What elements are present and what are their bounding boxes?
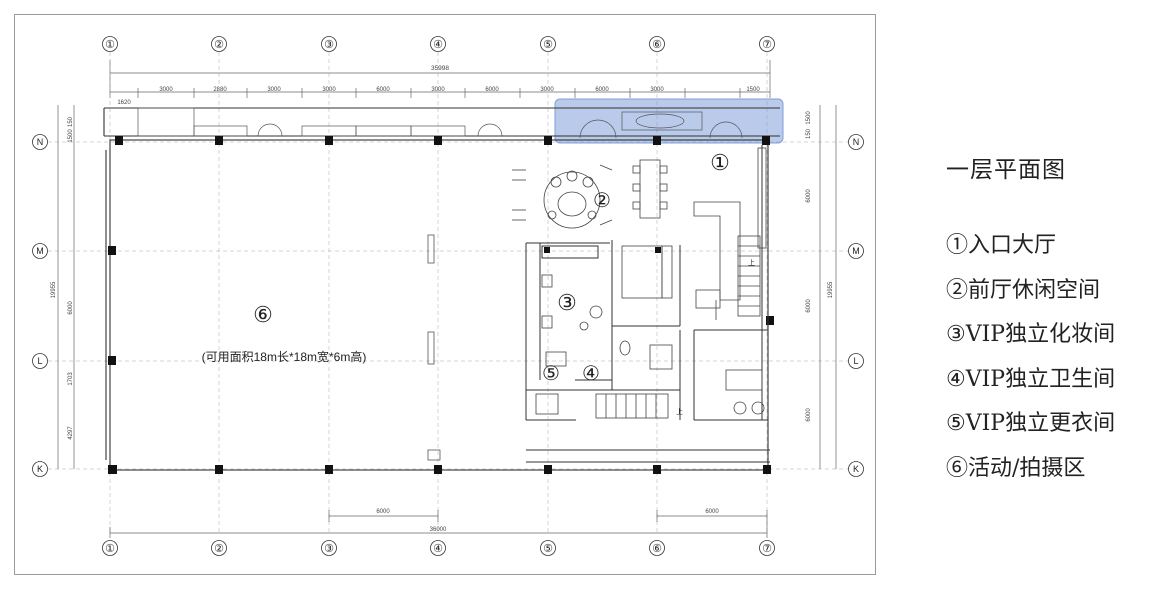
- side-dimension-lines: [57, 105, 837, 469]
- axis-label: K: [853, 464, 859, 474]
- room-label-dressing-room: ③: [557, 290, 577, 315]
- room-label-activity-area: ⑥: [253, 302, 273, 327]
- left-seg: 1500: [68, 129, 74, 143]
- top-seg: 3000: [159, 87, 173, 93]
- axis-label: K: [37, 464, 43, 474]
- left-seg: 6000: [68, 301, 74, 315]
- axis-label: ⑦: [762, 543, 772, 555]
- stair-up-mark: 上: [676, 407, 683, 416]
- top-seg: 3000: [431, 87, 445, 93]
- facade-panels: [137, 107, 743, 139]
- axis-label: ②: [214, 39, 224, 51]
- right-seg: 6000: [806, 299, 812, 313]
- top-segment-labels: 1620 3000 2880 3000 3000 6000 3000 6000 …: [117, 87, 760, 106]
- axis-label: L: [37, 356, 42, 366]
- legend-item-lounge: ②前厅休闲空间: [946, 277, 1101, 303]
- right-seg: 6000: [806, 408, 812, 422]
- axis-label: N: [37, 137, 44, 147]
- overall-width-top: 35998: [431, 65, 449, 72]
- entrance-highlight: [554, 98, 784, 144]
- activity-area-note: (可用面积18m长*18m宽*6m高): [202, 349, 367, 364]
- interior-walls: [525, 145, 769, 421]
- axis-label: ④: [433, 543, 443, 555]
- bottom-dim-a: 6000: [376, 509, 390, 515]
- bottom-dimension-lines: [109, 510, 768, 538]
- top-seg: 3000: [322, 87, 336, 93]
- right-overall: 19955: [828, 281, 834, 298]
- top-seg: 3000: [650, 87, 664, 93]
- axis-label: ⑤: [543, 39, 553, 51]
- right-seg: 6000: [806, 189, 812, 203]
- row-axis-bubbles: N M L K N M L K: [32, 134, 864, 477]
- bottom-dimension-labels: 6000 6000 36000: [376, 509, 719, 533]
- side-dimension-labels: 19955 150 1500 6000 1703 4297 19955 1500…: [51, 111, 834, 440]
- legend-item-restroom: ④VIP独立卫生间: [946, 366, 1116, 392]
- legend-title: 一层平面图: [946, 157, 1066, 183]
- legend-item-entrance-hall: ①入口大厅: [946, 233, 1057, 258]
- top-seg: 6000: [376, 87, 390, 93]
- bottom-dim-b: 6000: [705, 509, 719, 515]
- right-seg: 1500: [806, 111, 812, 125]
- axis-label: ②: [214, 543, 224, 555]
- axis-label: M: [36, 246, 44, 256]
- axis-label: M: [852, 246, 860, 256]
- top-seg: 6000: [595, 87, 609, 93]
- axis-label: ③: [324, 543, 334, 555]
- top-seg: 2880: [213, 87, 227, 93]
- structural-columns: [108, 136, 774, 474]
- top-seg: 3000: [267, 87, 281, 93]
- left-overall: 19955: [51, 281, 57, 298]
- left-seg: 150: [68, 116, 74, 127]
- stair-up-mark: 上: [748, 258, 755, 267]
- right-seg: 150: [806, 128, 812, 139]
- room-label-lounge: ②: [593, 190, 611, 212]
- legend-item-dressing-room: ③VIP独立化妆间: [946, 322, 1116, 347]
- axis-label: L: [853, 356, 858, 366]
- axis-label: N: [853, 137, 860, 147]
- axis-label: ⑥: [652, 39, 662, 51]
- activity-hall-markings: [427, 234, 441, 461]
- room-label-restroom: ④: [582, 363, 600, 385]
- column-axis-bubbles: ① ② ③ ④ ⑤ ⑥ ⑦ ① ② ③ ④ ⑤ ⑥ ⑦: [102, 36, 775, 556]
- axis-label: ⑥: [652, 543, 662, 555]
- dressing-room-furniture: [535, 274, 673, 419]
- top-seg: 1500: [746, 87, 760, 93]
- column-grid-lines: [109, 52, 768, 535]
- legend-item-activity-area: ⑥活动/拍摄区: [946, 455, 1086, 481]
- axis-label: ③: [324, 39, 334, 51]
- axis-label: ①: [105, 39, 115, 51]
- left-seg: 1703: [68, 372, 74, 386]
- axis-label: ④: [433, 39, 443, 51]
- axis-label: ⑦: [762, 39, 772, 51]
- lounge-furniture: [512, 159, 673, 299]
- top-seg: 6000: [485, 87, 499, 93]
- axis-label: ⑤: [543, 543, 553, 555]
- reception-stairs: [693, 147, 767, 415]
- left-seg: 4297: [68, 426, 74, 440]
- room-label-entrance-hall: ①: [710, 150, 730, 175]
- axis-label: ①: [105, 543, 115, 555]
- top-dimension-lines: [109, 60, 771, 98]
- top-seg: 3000: [540, 87, 554, 93]
- top-seg: 1620: [117, 100, 131, 106]
- room-label-changing-room: ⑤: [542, 363, 560, 385]
- plan-legend: 一层平面图 ①入口大厅 ②前厅休闲空间 ③VIP独立化妆间 ④VIP独立卫生间 …: [946, 150, 1146, 491]
- legend-item-changing-room: ⑤VIP独立更衣间: [946, 411, 1116, 436]
- bottom-overall: 36000: [430, 527, 447, 533]
